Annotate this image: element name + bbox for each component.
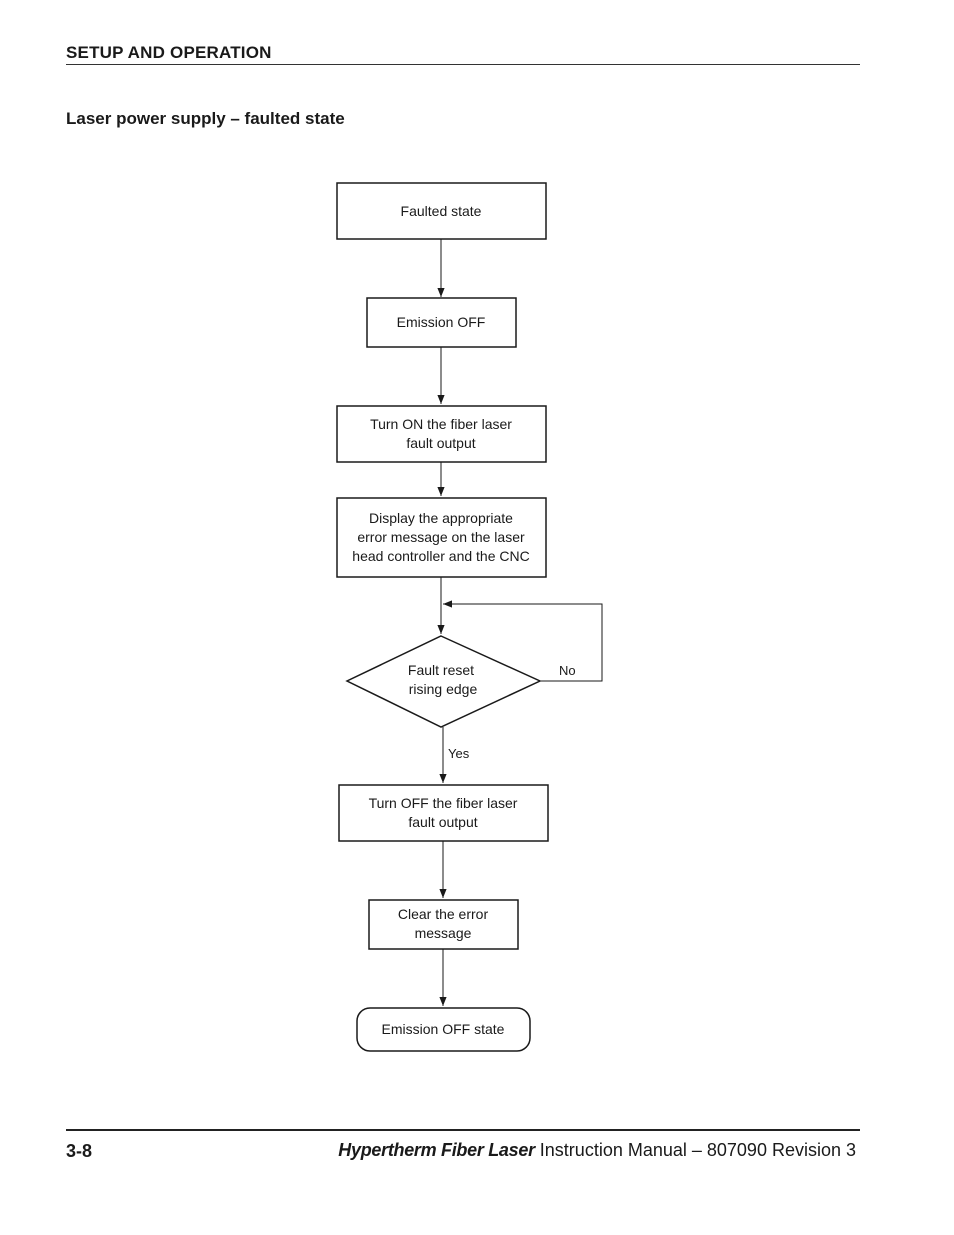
node-clear-error-line-1: Clear the error [398,906,489,922]
node-display-error-line-2: error message on the laser [357,529,525,545]
node-faulted-state-label: Faulted state [401,203,482,219]
decision-line-2: rising edge [409,681,478,697]
node-emission-off: Emission OFF [366,297,517,348]
node-faulted-state: Faulted state [336,182,547,240]
section-title: SETUP AND OPERATION [66,43,272,62]
label-yes: Yes [448,746,470,761]
footer-manual-title: Instruction Manual – 807090 Revision 3 [539,1140,856,1160]
decision-line-1: Fault reset [408,662,474,678]
node-end-state: Emission OFF state [356,1007,531,1052]
page-header: SETUP AND OPERATION [66,43,860,65]
node-emission-off-label: Emission OFF [397,314,486,330]
page-footer: 3-8 Hypertherm Fiber Laser Instruction M… [66,1129,860,1165]
node-display-error: Display the appropriate error message on… [336,497,547,578]
node-turn-off-fault-line-2: fault output [408,814,477,830]
node-clear-error: Clear the error message [368,899,519,950]
arrow-no-loop [443,600,603,682]
node-display-error-line-3: head controller and the CNC [352,548,529,564]
node-turn-on-fault-line-2: fault output [406,435,475,451]
node-turn-off-fault: Turn OFF the fiber laser fault output [338,784,549,842]
footer-brand: Hypertherm Fiber Laser [338,1140,535,1160]
page-number: 3-8 [66,1141,93,1161]
page-subtitle: Laser power supply – faulted state [66,109,345,128]
footer-title: Hypertherm Fiber Laser Instruction Manua… [338,1140,856,1161]
node-decision-fault-reset: Fault reset rising edge [345,635,542,728]
node-turn-on-fault: Turn ON the fiber laser fault output [336,405,547,463]
node-display-error-line-1: Display the appropriate [369,510,513,526]
node-turn-off-fault-line-1: Turn OFF the fiber laser [369,795,518,811]
node-clear-error-line-2: message [415,925,472,941]
node-end-state-label: Emission OFF state [382,1021,505,1037]
node-turn-on-fault-line-1: Turn ON the fiber laser [370,416,512,432]
label-no: No [559,663,576,678]
